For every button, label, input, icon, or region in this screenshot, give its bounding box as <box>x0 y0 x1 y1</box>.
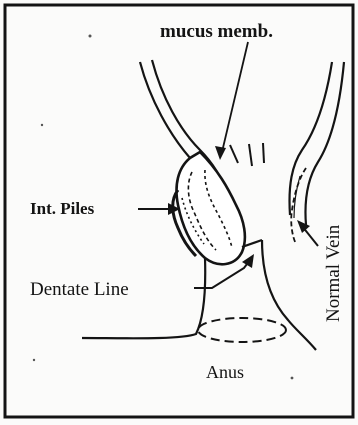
anus-opening <box>198 318 286 342</box>
speck <box>33 359 35 361</box>
speck <box>291 377 294 380</box>
right-anal-canal-wall <box>262 240 316 350</box>
speck <box>89 35 92 38</box>
normal-vein-arrowhead <box>297 220 310 233</box>
mucus-membrane-label: mucus memb. <box>160 22 273 41</box>
anus-label: Anus <box>206 363 244 381</box>
lumen-hatch-3 <box>263 143 264 163</box>
normal-vein-label: Normal Vein <box>324 225 343 322</box>
normal-vein-inner <box>294 176 300 218</box>
lumen-hatch-2 <box>249 144 252 166</box>
dentate-line-label: Dentate Line <box>30 280 129 299</box>
dentate-line-arrowhead <box>242 254 254 268</box>
mucus-membrane-leader <box>222 42 248 152</box>
right-rectal-wall-inner <box>306 62 345 225</box>
speck <box>41 124 43 126</box>
internal-piles-mass <box>177 152 245 264</box>
mucus-membrane-arrowhead <box>215 146 226 160</box>
lumen-hatch-1 <box>230 145 238 163</box>
internal-piles-label: Int. Piles <box>30 200 94 217</box>
